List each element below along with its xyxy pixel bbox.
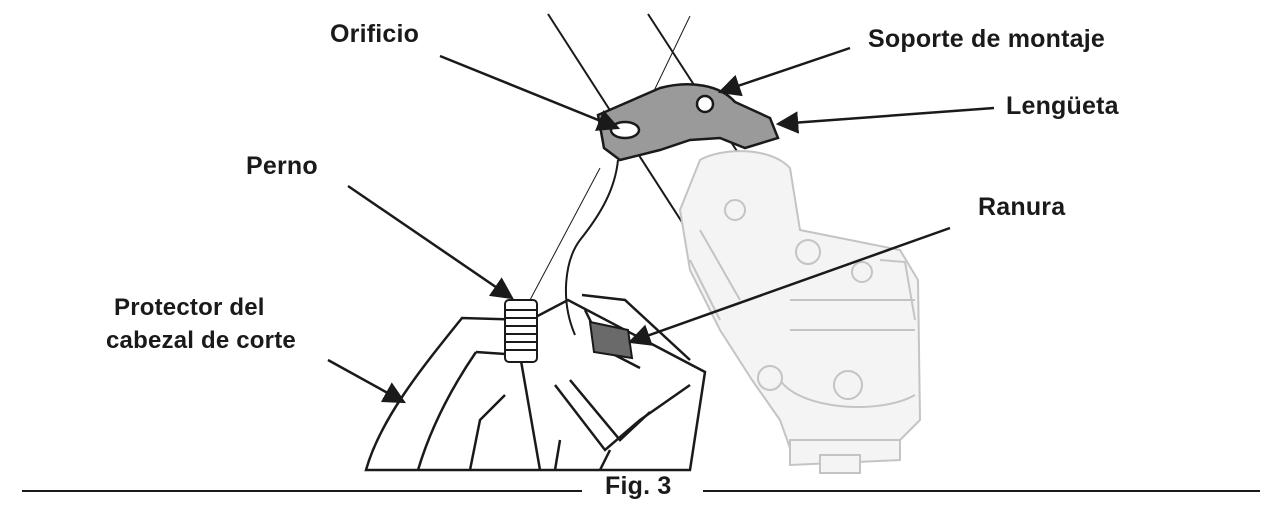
label-soporte-de-montaje: Soporte de montaje	[868, 25, 1105, 53]
arrow-lengueta	[775, 106, 995, 134]
gear-head-housing	[678, 150, 922, 474]
wire	[565, 159, 619, 336]
bolt	[504, 299, 538, 363]
label-protector-line1: Protector del	[114, 294, 265, 321]
slot	[588, 320, 634, 360]
leader-arrows	[327, 46, 995, 404]
alignment-line	[529, 167, 601, 301]
arrow-perno	[347, 184, 514, 300]
arrow-orificio	[439, 54, 621, 131]
label-protector-line2: cabezal de corte	[106, 327, 296, 354]
label-ranura: Ranura	[978, 193, 1066, 221]
arrow-ranura	[627, 226, 951, 346]
label-protector: Protector del cabezal de corte	[106, 291, 296, 357]
label-perno: Perno	[246, 152, 318, 180]
figure-caption: Fig. 3	[605, 472, 672, 500]
label-orificio: Orificio	[330, 20, 420, 48]
arrow-protector	[327, 358, 406, 404]
arrow-soporte	[717, 46, 851, 97]
label-lengueta: Lengüeta	[1006, 92, 1119, 120]
mounting-bracket	[596, 83, 780, 162]
